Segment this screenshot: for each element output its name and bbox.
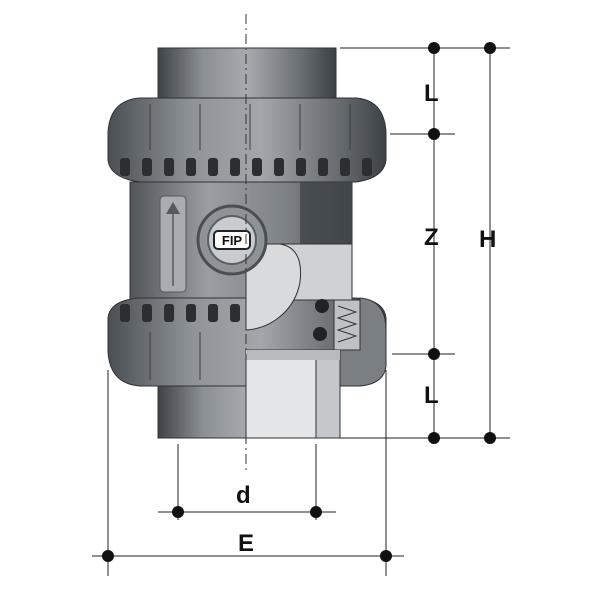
bottom-nut-ribs xyxy=(149,332,201,380)
section-view xyxy=(245,243,387,439)
top-nut-teeth xyxy=(120,158,372,176)
fip-logo-text: FIP xyxy=(222,233,243,248)
top-nut-ribs xyxy=(149,104,351,150)
dimension-label-L-bottom: L xyxy=(424,382,439,409)
check-ball xyxy=(245,243,302,331)
fip-logo: FIP xyxy=(196,204,268,276)
dimension-label-d: d xyxy=(236,482,251,509)
dimension-lines xyxy=(92,47,510,576)
dimension-label-H: H xyxy=(479,226,497,253)
thread-section xyxy=(333,299,361,351)
dimension-label-L-top: L xyxy=(424,80,439,107)
top-union-nut xyxy=(107,97,387,183)
dimension-dots xyxy=(102,42,496,562)
dimension-label-E: E xyxy=(238,530,255,557)
dimension-label-Z: Z xyxy=(424,224,439,251)
bottom-nut-teeth xyxy=(120,304,240,322)
o-ring-lower xyxy=(313,327,327,341)
o-ring-upper xyxy=(315,299,329,313)
nut-section xyxy=(339,297,387,387)
